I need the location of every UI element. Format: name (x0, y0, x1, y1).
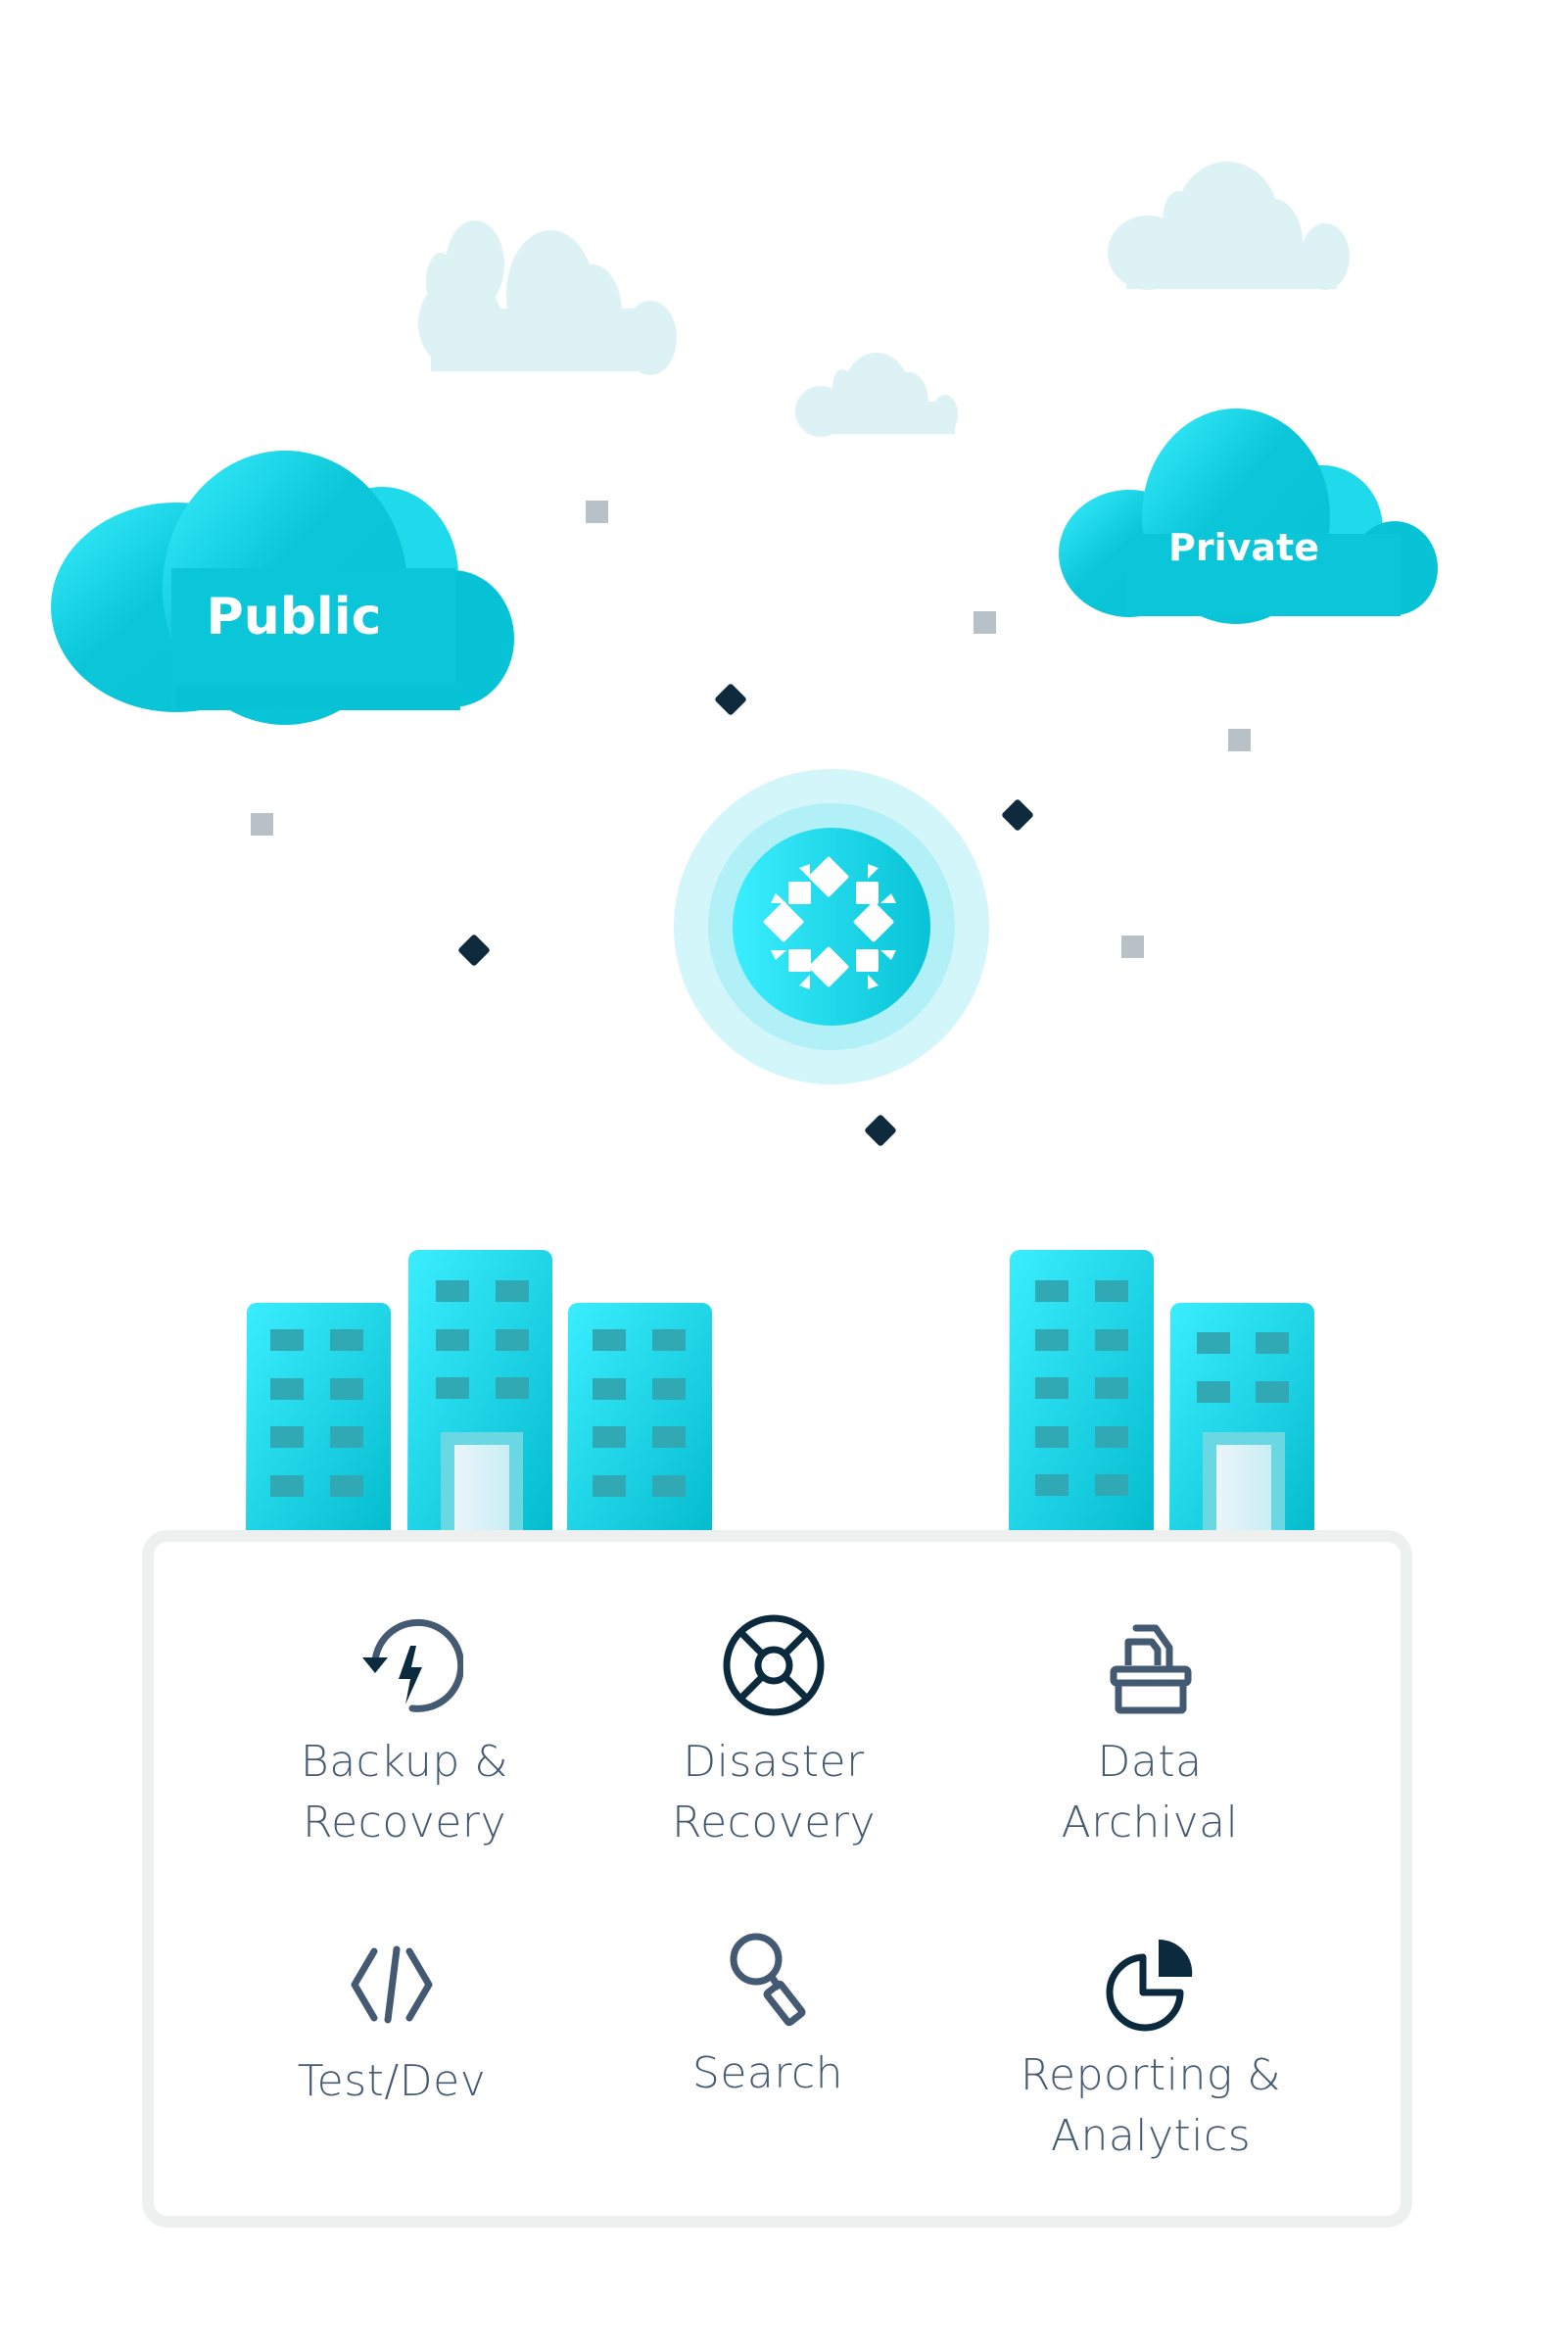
feature-disaster-recovery: Disaster Recovery (588, 1607, 960, 1853)
diamond-marker (865, 1115, 896, 1146)
public-cloud-label: Public (206, 588, 382, 647)
background-cloud-left (418, 220, 677, 375)
building (1009, 1250, 1154, 1530)
lifebuoy-icon (723, 1614, 825, 1716)
background-cloud-right (1108, 162, 1350, 290)
square-marker (251, 813, 273, 836)
square-marker (974, 611, 996, 634)
diamond-marker (1002, 799, 1033, 831)
public-cloud (51, 451, 514, 725)
feature-data-archival: Data Archival (964, 1607, 1336, 1853)
square-marker (1121, 936, 1144, 958)
platform-hub (674, 769, 989, 1084)
code-brackets-icon (351, 1945, 433, 2024)
private-cloud (1059, 408, 1438, 624)
building (567, 1303, 712, 1530)
building-group-left (246, 1250, 712, 1530)
feature-label: Reporting & Analytics (1020, 2050, 1282, 2161)
use-cases-panel (142, 1530, 1412, 2228)
feature-reporting-analytics: Reporting & Analytics (965, 1920, 1337, 2167)
private-cloud-label: Private (1168, 526, 1319, 569)
feature-label: Backup & Recovery (300, 1737, 509, 1847)
square-marker (1228, 729, 1251, 751)
hub-logo-icon (763, 856, 896, 989)
diamond-marker (715, 684, 746, 715)
building (246, 1303, 391, 1530)
archive-box-icon (1110, 1624, 1192, 1714)
feature-label: Data Archival (1061, 1737, 1239, 1847)
building-door (1216, 1445, 1271, 1530)
feature-backup-recovery: Backup & Recovery (218, 1607, 591, 1853)
pie-chart-icon (1106, 1939, 1193, 2032)
square-marker (586, 501, 608, 523)
feature-label: Disaster Recovery (671, 1737, 876, 1847)
building-door (454, 1445, 509, 1530)
magnifier-icon (730, 1933, 806, 2027)
feature-search: Search (582, 1918, 954, 2104)
feature-label: Test/Dev (297, 2056, 487, 2106)
backup-lightning-icon (362, 1618, 463, 1712)
feature-test-dev: Test/Dev (206, 1920, 578, 2112)
feature-label: Search (691, 2048, 844, 2098)
building-group-right (1009, 1250, 1314, 1530)
background-cloud-small (795, 353, 958, 437)
diamond-marker (458, 935, 490, 966)
